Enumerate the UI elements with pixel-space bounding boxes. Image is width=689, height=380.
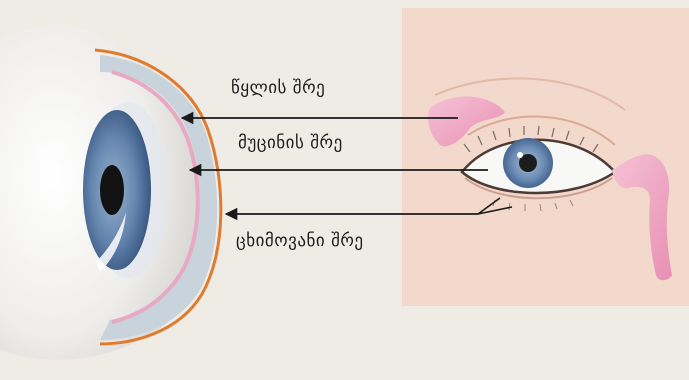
- side-pupil: [100, 165, 124, 215]
- eyeball-side-view: [0, 26, 221, 360]
- label-mucin-layer: მუცინის შრე: [238, 133, 343, 153]
- label-lipid-layer: ცხიმოვანი შრე: [236, 231, 364, 251]
- label-tear-layer: წყლის შრე: [231, 78, 325, 98]
- front-glint: [517, 152, 523, 158]
